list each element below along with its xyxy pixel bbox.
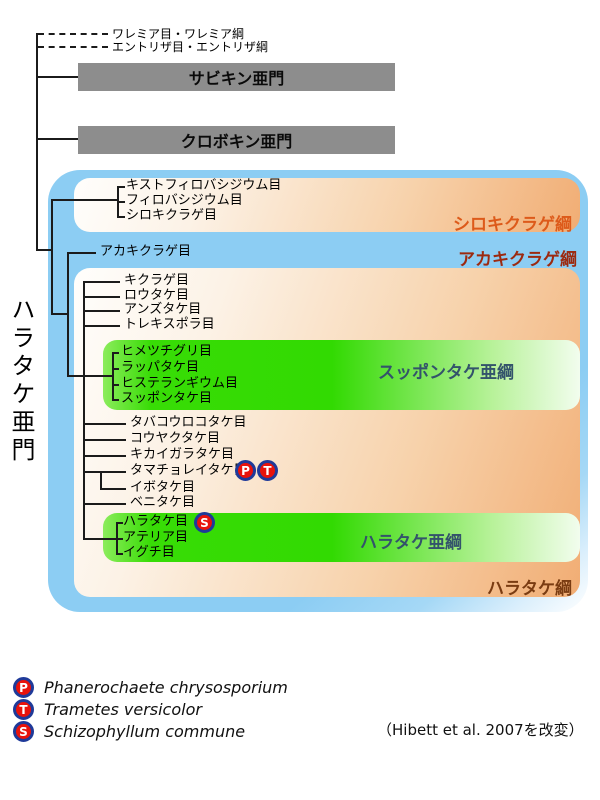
phallomycetidae-subclass-box (103, 340, 580, 410)
branch-line (117, 216, 125, 218)
class-label-agaricomycetes: ハラタケ綱 (487, 579, 572, 599)
branch-line (116, 522, 123, 524)
order-label: アンズタケ目 (124, 302, 202, 317)
subphylum-title: ハラタケ亜門 (7, 297, 35, 465)
branch-line (36, 33, 38, 251)
branch-line (36, 76, 78, 78)
branch-line (83, 310, 120, 312)
order-label: キストフィロバシジウム目 (126, 178, 282, 193)
branch-line (51, 313, 69, 315)
order-label: アカキクラゲ目 (100, 244, 192, 259)
branch-line (36, 249, 52, 251)
species-marker-s-icon: S (194, 512, 215, 533)
species-marker-p-icon: P (235, 460, 256, 481)
order-label: タバコウロコタケ目 (130, 415, 247, 430)
branch-line (117, 186, 125, 188)
legend-species-name: Trametes versicolor (44, 700, 202, 719)
order-label: イグチ目 (123, 545, 175, 560)
branch-line (83, 281, 120, 283)
citation: （Hibett et al. 2007を改変） (377, 721, 584, 739)
outgroup-dashed-branch (38, 46, 108, 48)
agaricomycetidae-subclass-box (103, 513, 580, 562)
branch-line (67, 252, 69, 377)
class-label-dacrymycetes: アカキクラゲ綱 (458, 250, 577, 270)
branch-line (36, 138, 78, 140)
branch-line (67, 375, 114, 377)
branch-line (83, 538, 117, 540)
order-label: ハラタケ目 (123, 514, 189, 529)
order-label: キクラゲ目 (124, 273, 190, 288)
branch-line (83, 325, 120, 327)
tremellomycetes-class-box (74, 178, 580, 232)
outgroup-label: ワレミア目・ワレミア綱 (112, 27, 245, 41)
branch-line (116, 538, 123, 540)
branch-line (100, 471, 102, 490)
species-marker-s-icon: S (13, 721, 34, 742)
branch-line (67, 252, 96, 254)
order-label: ヒメツチグリ目 (121, 344, 213, 359)
order-label: フィロバシジウム目 (126, 193, 243, 208)
order-label: キカイガラタケ目 (130, 447, 235, 462)
branch-line (83, 281, 85, 540)
order-label: シロキクラゲ目 (126, 208, 218, 223)
order-label: コウヤクタケ目 (130, 431, 220, 446)
species-marker-t-icon: T (257, 460, 278, 481)
branch-line (83, 423, 126, 425)
order-label: ベニタケ目 (130, 495, 196, 510)
branch-line (100, 488, 126, 490)
branch-line (51, 199, 117, 201)
outgroup-dashed-branch (38, 33, 108, 35)
branch-line (116, 553, 123, 555)
order-label: スッポンタケ目 (121, 391, 213, 406)
species-marker-t-icon: T (13, 699, 34, 720)
order-label: ヒステランギウム目 (121, 376, 239, 391)
subclass-label-agaricomycetidae: ハラタケ亜綱 (360, 533, 462, 553)
legend-species-name: Schizophyllum commune (44, 722, 246, 741)
branch-line (83, 503, 126, 505)
branch-line (83, 471, 126, 473)
subphylum-bar-pucciniomycotina: サビキン亜門 (78, 63, 395, 91)
branch-line (51, 199, 53, 315)
order-label: トレキスポラ目 (124, 317, 215, 332)
legend-row: T Trametes versicolor (13, 699, 202, 720)
branch-line (112, 384, 119, 386)
branch-line (83, 439, 126, 441)
class-label-tremellomycetes: シロキクラゲ綱 (453, 215, 572, 235)
subphylum-bar-ustilaginomycotina: クロボキン亜門 (78, 126, 395, 154)
branch-line (112, 399, 119, 401)
order-label: アテリア目 (123, 530, 189, 545)
legend-row: P Phanerochaete chrysosporium (13, 677, 288, 698)
legend-row: S Schizophyllum commune (13, 721, 245, 742)
branch-line (112, 352, 119, 354)
order-label: ラッパタケ目 (121, 360, 200, 375)
branch-line (83, 296, 120, 298)
branch-line (112, 352, 114, 401)
branch-line (117, 201, 125, 203)
subclass-label-phallomycetidae: スッポンタケ亜綱 (378, 363, 514, 383)
species-marker-p-icon: P (13, 677, 34, 698)
order-label: タマチョレイタケ目 (130, 463, 247, 478)
order-label: ロウタケ目 (124, 288, 190, 303)
branch-line (112, 368, 119, 370)
legend-species-name: Phanerochaete chrysosporium (44, 678, 288, 697)
branch-line (83, 455, 126, 457)
order-label: イボタケ目 (130, 480, 196, 495)
outgroup-label: エントリザ目・エントリザ綱 (112, 40, 269, 54)
